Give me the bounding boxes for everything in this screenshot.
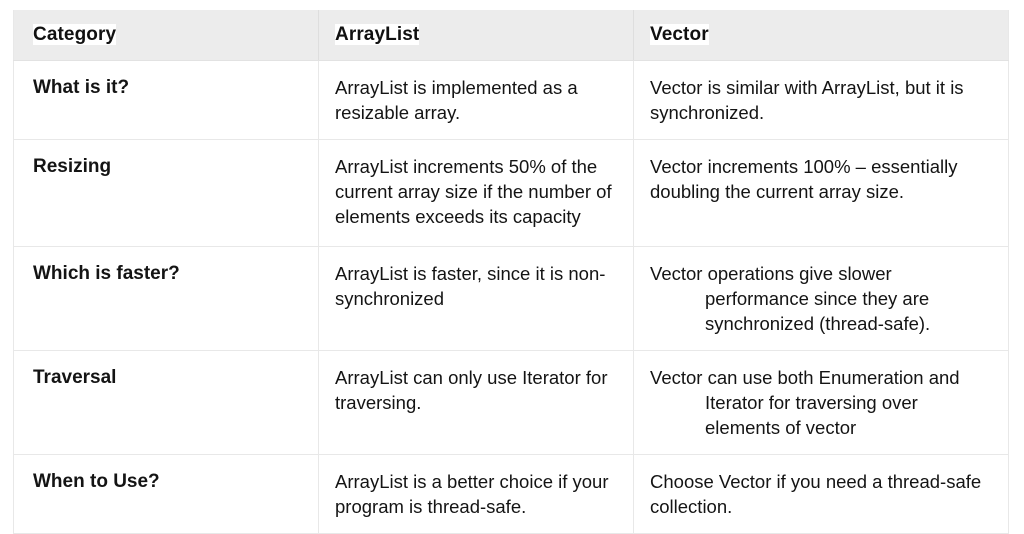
comparison-table: Category ArrayList Vector What is it? Ar… <box>13 10 1009 534</box>
cell-category: Which is faster? <box>13 246 319 351</box>
cell-category: What is it? <box>13 60 319 140</box>
column-header-vector: Vector <box>633 10 1009 61</box>
cell-arraylist-text: ArrayList is faster, since it is non-syn… <box>335 263 606 309</box>
table-body: What is it? ArrayList is implemented as … <box>13 60 1009 534</box>
cell-category-text: What is it? <box>33 77 130 98</box>
table-row: Which is faster? ArrayList is faster, si… <box>13 246 1009 351</box>
cell-category: Traversal <box>13 350 319 455</box>
cell-vector: Vector is similar with ArrayList, but it… <box>633 60 1009 140</box>
column-header-arraylist-label: ArrayList <box>335 24 420 46</box>
column-header-vector-inner: Vector <box>634 23 1008 47</box>
cell-arraylist: ArrayList increments 50% of the current … <box>318 139 634 247</box>
cell-arraylist: ArrayList is faster, since it is non-syn… <box>318 246 634 351</box>
cell-vector: Choose Vector if you need a thread-safe … <box>633 454 1009 534</box>
column-header-category: Category <box>13 10 319 61</box>
table-row: Resizing ArrayList increments 50% of the… <box>13 139 1009 247</box>
table-header: Category ArrayList Vector <box>13 10 1009 61</box>
column-header-vector-label: Vector <box>650 24 709 46</box>
cell-arraylist-text: ArrayList is a better choice if your pro… <box>335 471 609 517</box>
column-header-category-inner: Category <box>14 23 318 47</box>
cell-category-text: Resizing <box>33 156 112 177</box>
cell-category-text: Which is faster? <box>33 263 180 284</box>
cell-category-text: Traversal <box>33 367 117 388</box>
column-header-arraylist: ArrayList <box>318 10 634 61</box>
cell-arraylist-text: ArrayList can only use Iterator for trav… <box>335 367 608 413</box>
cell-arraylist: ArrayList is implemented as a resizable … <box>318 60 634 140</box>
column-header-arraylist-inner: ArrayList <box>319 23 633 47</box>
cell-arraylist: ArrayList can only use Iterator for trav… <box>318 350 634 455</box>
cell-vector-text: Vector operations give slower performanc… <box>650 263 931 334</box>
cell-vector-text: Vector increments 100% – essentially dou… <box>650 156 958 202</box>
cell-vector-text: Vector can use both Enumeration and Iter… <box>650 367 960 438</box>
cell-arraylist: ArrayList is a better choice if your pro… <box>318 454 634 534</box>
cell-vector-text: Vector is similar with ArrayList, but it… <box>650 77 964 123</box>
cell-category: Resizing <box>13 139 319 247</box>
table-row: What is it? ArrayList is implemented as … <box>13 60 1009 140</box>
cell-arraylist-text: ArrayList is implemented as a resizable … <box>335 77 578 123</box>
cell-vector-text: Choose Vector if you need a thread-safe … <box>650 471 982 517</box>
cell-vector: Vector operations give slower performanc… <box>633 246 1009 351</box>
cell-vector: Vector can use both Enumeration and Iter… <box>633 350 1009 455</box>
cell-category: When to Use? <box>13 454 319 534</box>
table-row: When to Use? ArrayList is a better choic… <box>13 454 1009 534</box>
table-row: Traversal ArrayList can only use Iterato… <box>13 350 1009 455</box>
cell-category-text: When to Use? <box>33 471 160 492</box>
column-header-category-label: Category <box>33 24 117 46</box>
cell-vector: Vector increments 100% – essentially dou… <box>633 139 1009 247</box>
cell-arraylist-text: ArrayList increments 50% of the current … <box>335 156 612 227</box>
table-header-row: Category ArrayList Vector <box>13 10 1009 61</box>
